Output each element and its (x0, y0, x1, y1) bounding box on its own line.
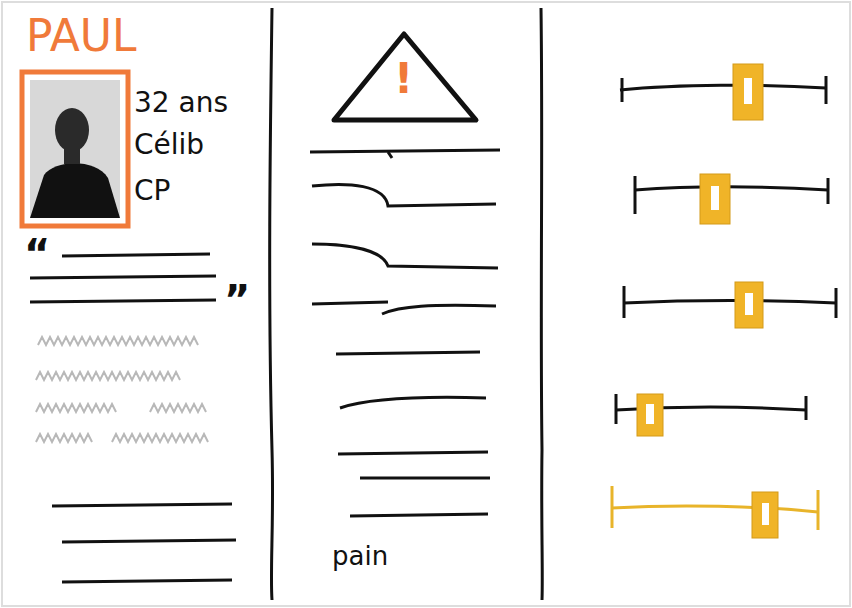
pain-label: pain (332, 542, 388, 571)
persona-name: PAUL (26, 12, 137, 60)
open-quote: “ (24, 232, 50, 276)
close-quote: ” (224, 278, 250, 322)
job-text: CP (134, 176, 170, 207)
warning-mark: ! (394, 56, 413, 102)
status-text: Célib (134, 130, 204, 161)
age-text: 32 ans (134, 88, 228, 119)
